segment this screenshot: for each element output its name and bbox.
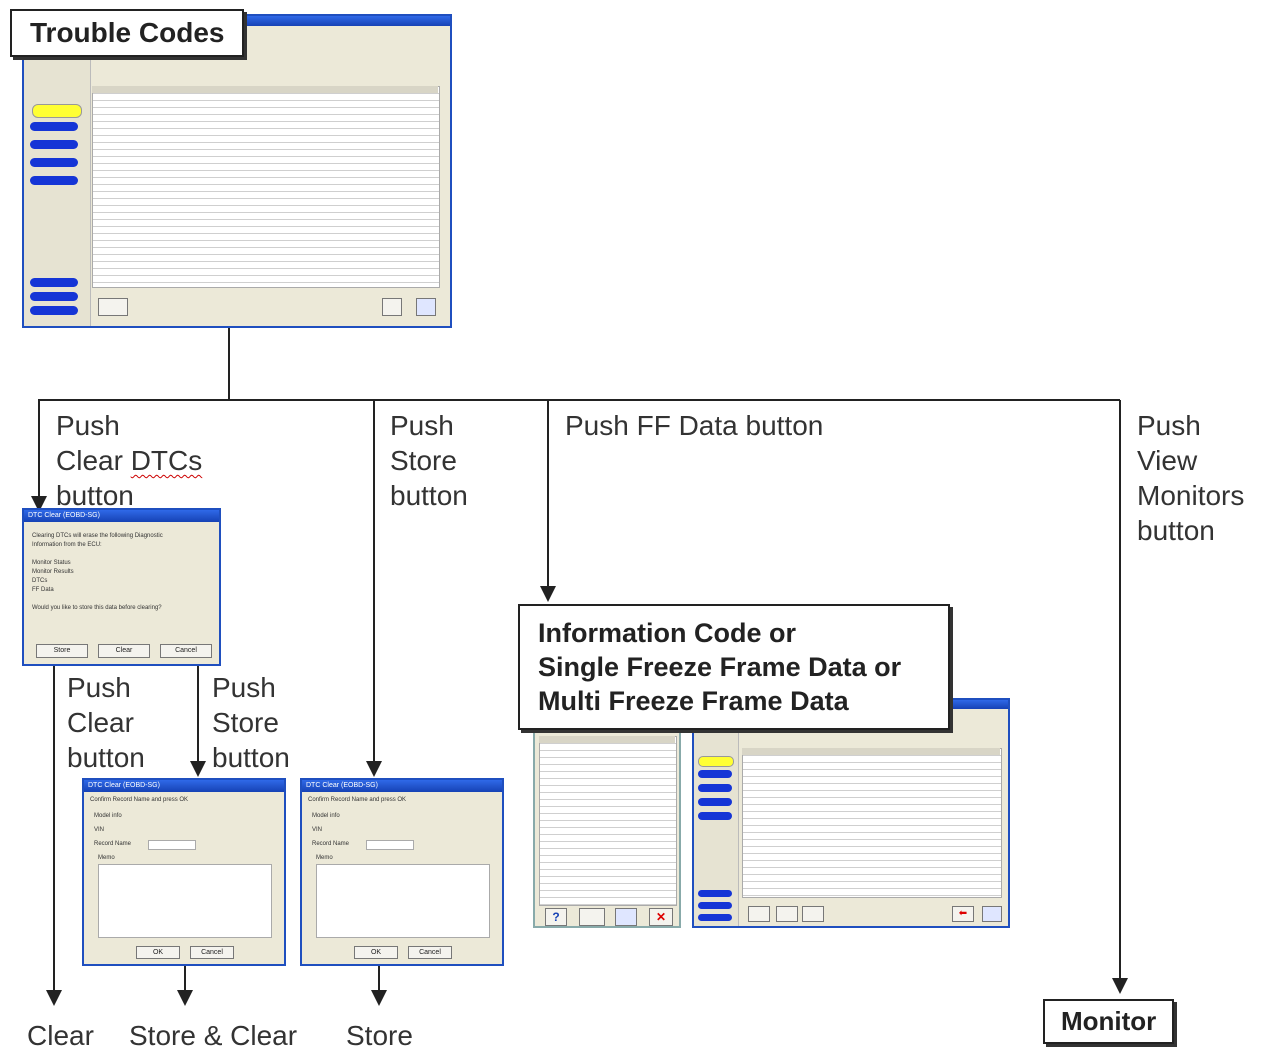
outcome-store: Store [346,1020,413,1051]
store-dialog-right-title: DTC Clear (EOBD-SG) [302,780,502,792]
store-dialog-left-model: Model info [94,813,122,819]
store-dialog-right-record-input[interactable] [366,840,414,850]
freeze-frame-screenshot-left: ? ✕ [533,728,681,928]
store-dialog-right: DTC Clear (EOBD-SG) Confirm Record Name … [300,778,504,966]
arrow-clear [46,990,62,1006]
connector-clear [53,664,55,992]
dtc-clear-dialog: DTC Clear (EOBD-SG) Clearing DTCs will e… [22,508,221,666]
store-dialog-right-prompt: Confirm Record Name and press OK [308,797,407,803]
outcome-clear: Clear [27,1020,94,1051]
connector-horizontal [38,399,1120,401]
help-icon[interactable]: ? [545,908,567,926]
info-code-label: Information Code or Single Freeze Frame … [538,618,902,716]
label-push-view-monitors: Push View Monitors button [1137,410,1245,546]
arrow-store [366,761,382,777]
connector-store-out [378,966,380,992]
arrow-monitors [1112,978,1128,994]
label-push-ff-data: Push FF Data button [565,410,824,441]
store-dialog-right-memo: Memo [316,855,333,861]
store-dialog-left-record-input[interactable] [148,840,196,850]
arrow-ff-data [540,586,556,602]
info-code-box: Information Code or Single Freeze Frame … [518,604,950,730]
store-dialog-right-cancel-button[interactable]: Cancel [408,946,452,959]
trouble-codes-label: Trouble Codes [30,17,225,48]
monitor-label: Monitor [1061,1006,1157,1036]
trouble-codes-screenshot [22,14,452,328]
dtc-clear-dialog-body: Clearing DTCs will erase the following D… [32,533,163,611]
outcome-store-and-clear: Store & Clear [129,1020,298,1051]
store-dialog-right-record: Record Name [312,841,350,847]
connector-store-clear [197,664,199,762]
label-push-store-dialog: Push Store button [212,672,290,773]
store-dialog-left-memo-input[interactable] [98,864,272,938]
store-dialog-left: DTC Clear (EOBD-SG) Confirm Record Name … [82,778,286,966]
store-dialog-right-vin: VIN [312,827,323,833]
store-dialog-left-ok-button[interactable]: OK [136,946,180,959]
dialog-cancel-button[interactable]: Cancel [160,644,212,658]
connector-store [373,400,375,764]
save-icon[interactable] [615,908,637,926]
label-push-store: Push Store button [390,410,468,511]
trouble-codes-title: Trouble Codes [10,9,245,57]
arrow-store-clear-out [177,990,193,1006]
connector-ff-data [547,400,549,588]
store-dialog-left-vin: VIN [94,827,105,833]
store-dialog-right-memo-input[interactable] [316,864,490,938]
close-icon[interactable]: ✕ [649,908,673,926]
dialog-clear-button[interactable]: Clear [98,644,150,658]
dtc-clear-dialog-title: DTC Clear (EOBD-SG) [24,510,219,522]
store-dialog-left-cancel-button[interactable]: Cancel [190,946,234,959]
store-dialog-right-model: Model info [312,813,340,819]
arrow-store-clear-dialog [190,761,206,777]
store-dialog-left-prompt: Confirm Record Name and press OK [90,797,189,803]
dialog-store-button[interactable]: Store [36,644,88,658]
connector-store-clear-out [184,966,186,992]
store-dialog-left-record: Record Name [94,841,132,847]
store-dialog-left-memo: Memo [98,855,115,861]
store-dialog-right-ok-button[interactable]: OK [354,946,398,959]
freeze-frame-screenshot-right: ⬅ [692,698,1010,928]
print-icon[interactable] [579,908,605,926]
connector-main-down [228,328,230,400]
label-push-clear: Push Clear button [67,672,145,773]
arrow-store-out [371,990,387,1006]
connector-monitors [1119,400,1121,980]
store-dialog-left-title: DTC Clear (EOBD-SG) [84,780,284,792]
connector-clear-dtcs [38,400,40,498]
monitor-box: Monitor [1043,999,1175,1044]
